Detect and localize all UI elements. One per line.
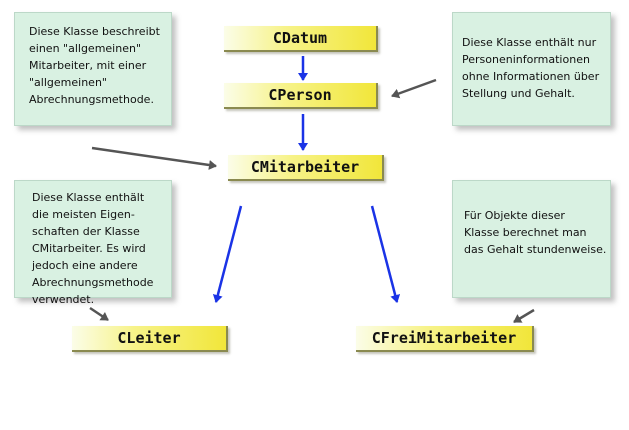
note-frei: Für Objekte dieser Klasse berechnet man …	[452, 180, 611, 298]
class-cmitarbeiter: CMitarbeiter	[228, 155, 384, 181]
arrow-cmitarbeiter-to-cfreimitarbeiter	[370, 205, 401, 303]
class-cdatum: CDatum	[224, 26, 378, 52]
pointer-note-person	[391, 78, 437, 99]
pointer-note-leiter	[89, 306, 109, 322]
note-leiter: Diese Klasse enthält die meisten Eigen- …	[14, 180, 172, 306]
note-person: Diese Klasse enthält nur Personeninforma…	[452, 12, 611, 126]
pointer-note-mitarbeiter	[91, 146, 217, 170]
arrow-cmitarbeiter-to-cleiter	[212, 205, 243, 303]
note-mitarbeiter: Diese Klasse beschreibt einen "allgemein…	[14, 12, 172, 126]
class-cperson: CPerson	[224, 83, 378, 109]
class-cleiter: CLeiter	[72, 326, 228, 352]
pointer-note-frei	[513, 308, 535, 324]
class-cfreimitarbeiter: CFreiMitarbeiter	[356, 326, 534, 352]
